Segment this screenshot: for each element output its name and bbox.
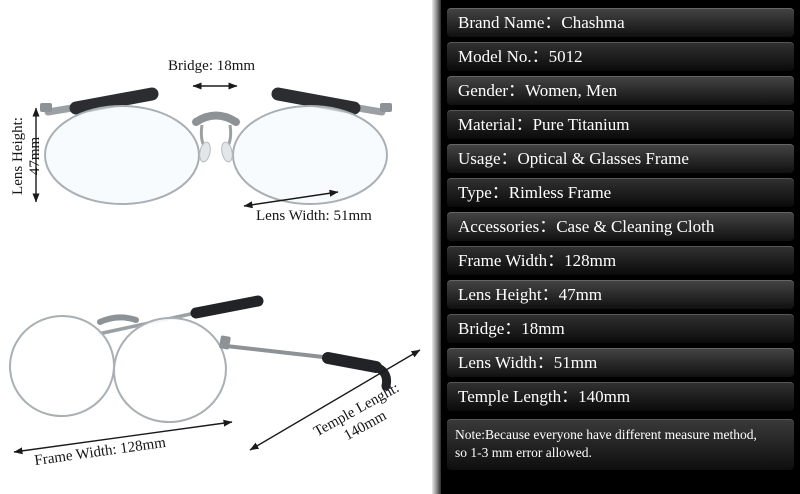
right-nosepad-arm — [226, 124, 233, 147]
spec-row-lens-width: Lens Width：51mm — [447, 348, 794, 377]
right-endpiece — [380, 103, 392, 112]
lens-height-label-line1: Lens Height: — [10, 117, 26, 195]
far-temple-tip — [190, 295, 264, 319]
near-temple-arm — [225, 344, 333, 360]
side-bridge-bar — [97, 314, 139, 325]
measurement-note: Note:Because everyone have different mea… — [447, 419, 794, 470]
panel-spine-divider — [432, 0, 441, 494]
spec-row-gender: Gender：Women, Men — [447, 76, 794, 105]
measurement-note-line2: so 1-3 mm error allowed. — [455, 445, 592, 460]
lens-width-dimension-label: Lens Width: 51mm — [256, 208, 372, 224]
near-lens — [113, 316, 227, 424]
right-nosepad — [221, 141, 233, 163]
right-lens — [232, 105, 388, 205]
lens-width-dimension-arrow — [243, 189, 339, 209]
bridge-dimension-label: Bridge: 18mm — [168, 58, 256, 74]
right-temple-tip — [271, 87, 361, 115]
spec-row-lens-height: Lens Height：47mm — [447, 280, 794, 309]
bridge-bar — [192, 111, 240, 126]
spec-row-model-no: Model No.：5012 — [447, 42, 794, 71]
spec-row-accessories: Accessories：Case & Cleaning Cloth — [447, 212, 794, 241]
spec-row-material: Material：Pure Titanium — [447, 110, 794, 139]
near-temple-tip — [322, 352, 382, 373]
far-lens — [9, 314, 115, 418]
side-hinge — [219, 335, 231, 350]
left-endpiece — [40, 103, 52, 112]
left-temple-tip — [69, 87, 159, 115]
spec-rows: Brand Name：Chashma Model No.：5012 Gender… — [447, 8, 794, 416]
spec-row-bridge: Bridge：18mm — [447, 314, 794, 343]
left-nosepad-arm — [199, 124, 206, 147]
lens-height-label-line2: 47mm — [27, 136, 43, 176]
spec-panel: Brand Name：Chashma Model No.：5012 Gender… — [432, 0, 800, 494]
frame-width-dimension-arrow — [13, 419, 233, 455]
left-nosepad — [199, 141, 211, 163]
glasses-illustration-panel: Bridge: 18mm Lens Height: 47mm Lens Widt… — [9, 58, 421, 470]
measurement-note-line1: Note:Because everyone have different mea… — [455, 427, 757, 442]
left-lens — [44, 105, 200, 205]
spec-row-brand-name: Brand Name：Chashma — [447, 8, 794, 37]
spec-row-usage: Usage：Optical & Glasses Frame — [447, 144, 794, 173]
spec-row-frame-width: Frame Width：128mm — [447, 246, 794, 275]
temple-length-dimension-arrow — [249, 349, 421, 451]
glasses-front-view — [32, 82, 392, 209]
glasses-side-view — [9, 295, 421, 455]
spec-row-temple-length: Temple Length：140mm — [447, 382, 794, 411]
spec-row-type: Type：Rimless Frame — [447, 178, 794, 207]
lens-height-dimension-label: Lens Height: 47mm — [10, 108, 44, 204]
